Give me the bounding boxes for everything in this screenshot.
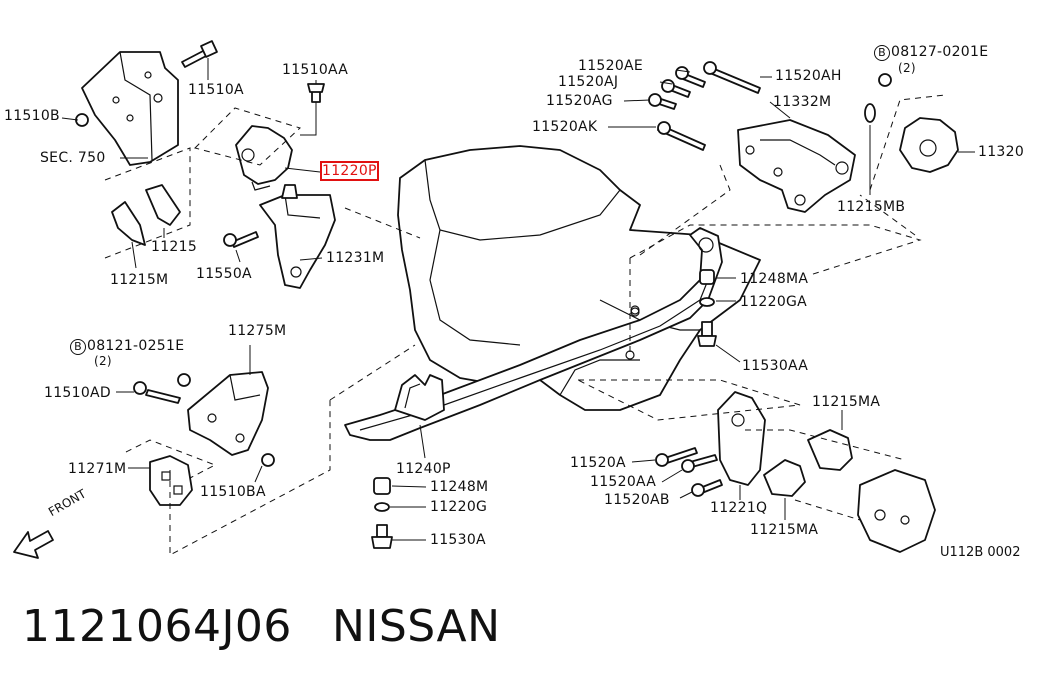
footer-brand: NISSAN: [331, 601, 501, 652]
leader-lines: [61, 58, 975, 541]
stack-right: [697, 269, 717, 347]
label-11510B[interactable]: 11510B: [4, 108, 60, 124]
label-bolt-08121-qty: (2): [94, 354, 112, 368]
label-11520AK[interactable]: 11520AK: [532, 119, 598, 135]
b-circle-icon: B: [874, 45, 890, 61]
label-11530AA[interactable]: 11530AA: [742, 358, 809, 374]
label-11215MA-bottom[interactable]: 11215MA: [750, 522, 819, 538]
bracket-11231M: [223, 184, 336, 289]
label-11520AH[interactable]: 11520AH: [775, 68, 842, 84]
label-11520AE[interactable]: 11520AE: [578, 58, 644, 74]
diagram-code: U112B 0002: [940, 545, 1021, 560]
label-11248M[interactable]: 11248M: [430, 479, 489, 495]
label-11220GA[interactable]: 11220GA: [740, 294, 808, 310]
label-11550A[interactable]: 11550A: [196, 266, 252, 282]
label-11520AB[interactable]: 11520AB: [604, 492, 670, 508]
bolt-08127-number: 08127-0201E: [891, 44, 989, 60]
label-11320[interactable]: 11320: [978, 144, 1025, 160]
stoppers-11215MA: [763, 429, 936, 553]
engine-block: [397, 145, 761, 411]
long-bolts: [648, 61, 761, 151]
label-11510BA[interactable]: 11510BA: [200, 484, 266, 500]
label-bolt-08127-qty: (2): [898, 61, 916, 75]
mount-11271M: [149, 455, 193, 506]
label-11248MA[interactable]: 11248MA: [740, 271, 809, 287]
label-11275M[interactable]: 11275M: [228, 323, 287, 339]
label-11215[interactable]: 11215: [151, 239, 198, 255]
front-arrow-icon: [13, 530, 54, 559]
insulator-11320: [864, 73, 959, 173]
label-11520AA[interactable]: 11520AA: [590, 474, 657, 490]
label-11220P-highlighted[interactable]: 11220P: [320, 161, 379, 181]
insulator-11220P: [235, 83, 325, 191]
footer-part-number: 1121064J06: [22, 601, 292, 652]
label-11520A[interactable]: 11520A: [570, 455, 626, 471]
bracket-sec750: [75, 40, 218, 166]
label-11221Q[interactable]: 11221Q: [710, 500, 768, 516]
label-11530A[interactable]: 11530A: [430, 532, 486, 548]
label-11510A[interactable]: 11510A: [188, 82, 244, 98]
center-member: [344, 227, 723, 441]
footer-caption: 1121064J06 NISSAN: [22, 600, 501, 654]
stoppers-11215: [111, 184, 181, 246]
label-11215MB[interactable]: 11215MB: [837, 199, 906, 215]
dashed-outlines: [104, 94, 946, 556]
label-11332M[interactable]: 11332M: [773, 94, 832, 110]
b-circle-icon: B: [70, 339, 86, 355]
label-11510AA[interactable]: 11510AA: [282, 62, 349, 78]
label-11510AD[interactable]: 11510AD: [44, 385, 111, 401]
bracket-11332M: [737, 119, 856, 213]
label-11215M[interactable]: 11215M: [110, 272, 169, 288]
insulator-11221Q: [655, 391, 766, 497]
label-11520AJ[interactable]: 11520AJ: [558, 74, 619, 90]
label-11231M[interactable]: 11231M: [326, 250, 385, 266]
label-11240P[interactable]: 11240P: [396, 461, 451, 477]
label-11520AG[interactable]: 11520AG: [546, 93, 613, 109]
bolt-08121-number: 08121-0251E: [87, 338, 185, 354]
bracket-11275M: [133, 371, 275, 467]
label-11220G[interactable]: 11220G: [430, 499, 488, 515]
label-11271M[interactable]: 11271M: [68, 461, 127, 477]
label-sec750[interactable]: SEC. 750: [40, 150, 106, 166]
stack-center: [371, 477, 393, 549]
label-11215MA-top[interactable]: 11215MA: [812, 394, 881, 410]
